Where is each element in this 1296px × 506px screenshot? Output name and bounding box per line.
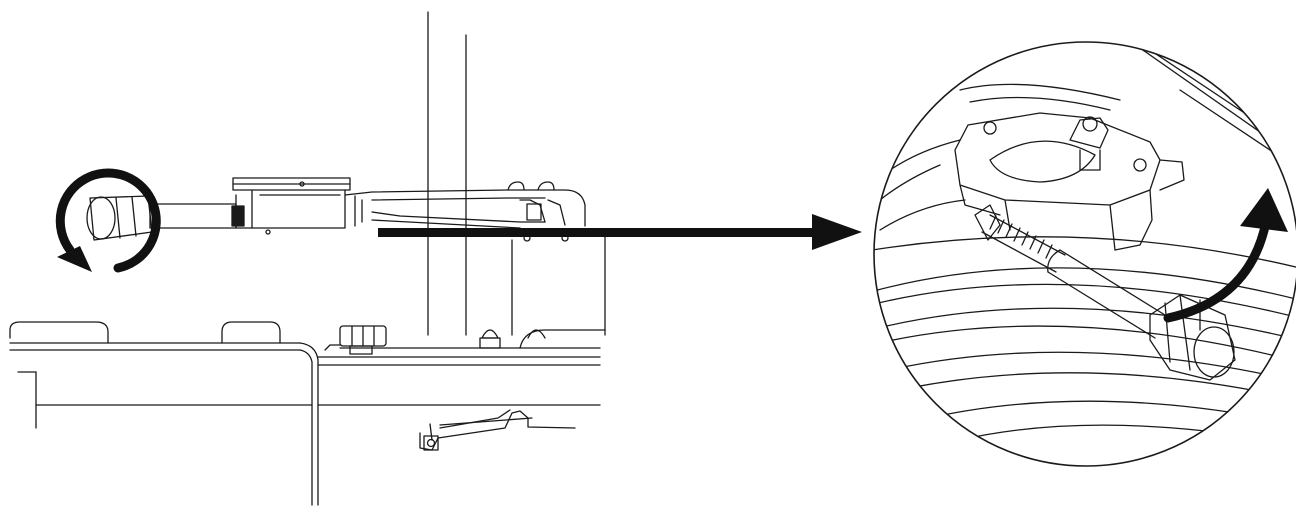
detail-view xyxy=(873,41,1296,467)
detail-circle-border xyxy=(873,41,1296,467)
lower-hinge-bracket xyxy=(419,409,576,451)
main-clamp-assembly xyxy=(232,177,586,242)
arrow-right-icon xyxy=(378,214,862,250)
base-housing xyxy=(9,321,606,506)
base-bolt xyxy=(479,329,501,349)
curved-arrow-up-icon xyxy=(1163,188,1288,323)
rotate-counterclockwise-icon xyxy=(55,168,161,273)
vertical-frame-posts xyxy=(427,11,606,336)
adjusting-screw-rod xyxy=(149,203,245,229)
adjusting-knob xyxy=(86,195,153,241)
detail-knob xyxy=(1149,294,1236,381)
base-knurled-knob xyxy=(339,325,387,355)
base-small-cap xyxy=(527,329,546,339)
detail-threaded-rod xyxy=(974,204,1166,339)
detail-collar-ring xyxy=(954,112,1185,251)
